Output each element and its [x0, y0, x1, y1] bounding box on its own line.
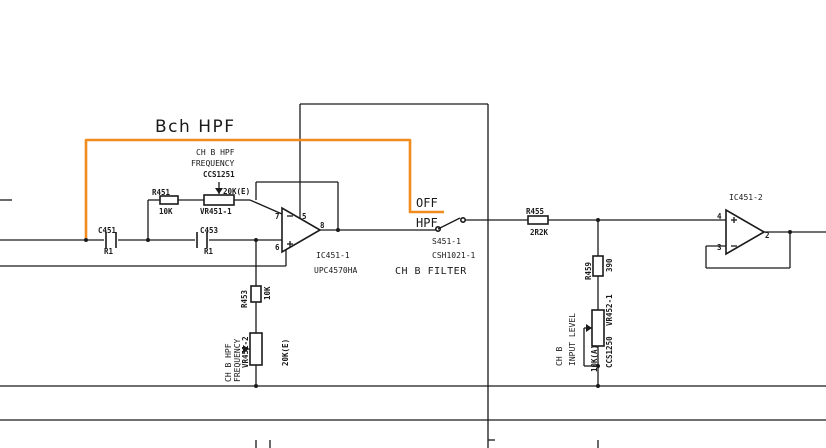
- opamp1-pin-out: 8: [320, 221, 325, 230]
- opamp-ic451-2: [720, 208, 766, 256]
- vr451-1-value: 20K(E): [223, 187, 250, 196]
- switch-pos-off: OFF: [416, 196, 438, 210]
- vr451-1-ref: VR451-1: [200, 207, 232, 216]
- r459-ref: R459: [584, 261, 593, 280]
- vr452-1-label-1: CH B: [555, 347, 564, 366]
- vr452-1-potentiometer: [586, 309, 605, 347]
- hpf-frequency-label-2: FREQUENCY: [191, 159, 235, 168]
- vr452-1-label-2: INPUT LEVEL: [568, 313, 577, 366]
- opamp-ic451-1: [281, 182, 420, 254]
- switch-pos-hpf: HPF: [416, 216, 438, 230]
- vr451-2-ref: VR451-2: [241, 336, 250, 368]
- r455-ref: R455: [526, 207, 544, 216]
- switch-ref: S451-1: [432, 237, 461, 246]
- r455-value: 2R2K: [530, 228, 549, 237]
- vr452-1-part-no: CCS1250: [605, 336, 614, 368]
- opamp2-ref: IC451-2: [729, 193, 763, 202]
- opamp1-ref: IC451-1: [316, 251, 350, 260]
- opamp2-pin-noninv: 4: [717, 212, 722, 221]
- opamp2-pin-out: 2: [765, 231, 770, 240]
- r451-value: 10K: [159, 207, 173, 216]
- opamp1-pin-inv: 6: [275, 243, 280, 252]
- r453-value: 10K: [263, 286, 272, 300]
- output-path: [548, 218, 826, 388]
- vr451-2-potentiometer: [243, 332, 263, 366]
- opamp1-part-no: UPC4570HA: [314, 266, 358, 275]
- switch-name: CH B FILTER: [395, 266, 467, 277]
- vr452-1-ref: VR452-1: [605, 294, 614, 326]
- r451-ref: R451: [152, 188, 171, 197]
- vr452-1-value: 10K(A): [590, 345, 599, 372]
- c451-value: R1: [104, 247, 114, 256]
- vr451-2-label-1: CH B HPF: [224, 343, 233, 382]
- c453-ref: C453: [200, 226, 219, 235]
- opamp1-pin-noninv: 7: [275, 212, 280, 221]
- input-path: [40, 181, 339, 388]
- vr451-1-potentiometer: [203, 188, 235, 206]
- bch-hpf-highlight: [84, 138, 444, 238]
- switch-s451-1: [420, 217, 528, 233]
- c451-capacitor: [105, 232, 117, 248]
- hpf-frequency-part-no: CCS1251: [203, 170, 235, 179]
- hpf-frequency-label-1: CH B HPF: [196, 148, 235, 157]
- c453-capacitor: [196, 232, 208, 248]
- c453-value: R1: [204, 247, 214, 256]
- highlight-title: Bch HPF: [155, 117, 236, 137]
- opamp2-pin-inv: 3: [717, 243, 722, 252]
- r451-resistor: [159, 195, 179, 205]
- opamp1-pin-supply: 5: [302, 212, 307, 221]
- switch-part-no: CSH1021-1: [432, 251, 476, 260]
- r453-resistor: [250, 285, 262, 303]
- bottom-junctions: [255, 439, 599, 448]
- vr451-2-label-2: FREQUENCY: [233, 338, 242, 382]
- c451-ref: C451: [98, 226, 117, 235]
- r455-resistor: [527, 215, 549, 225]
- r459-resistor: [592, 255, 604, 277]
- frame-lines: [0, 103, 826, 448]
- r459-value: 390: [605, 258, 614, 272]
- vr451-2-value: 20K(E): [281, 339, 290, 366]
- r453-ref: R453: [240, 289, 249, 308]
